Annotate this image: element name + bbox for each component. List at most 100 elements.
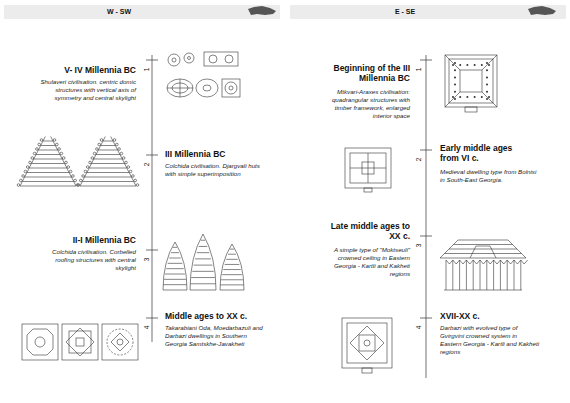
djargvali-hut [103, 137, 105, 142]
djargvali-hut [22, 177, 24, 182]
djargvali-hut [89, 168, 127, 169]
moktseuli-section [497, 260, 500, 264]
gvirgvini-plan [350, 326, 384, 360]
moktseuli-section [456, 260, 459, 264]
timeline [146, 60, 158, 61]
shulaveri-domes [168, 54, 180, 66]
djargvali-hut [25, 173, 27, 178]
djargvali-hut [94, 159, 122, 160]
period-heading: Middle ages to XX c. [165, 312, 275, 322]
timeline [146, 250, 158, 251]
djargvali-hut [122, 157, 125, 160]
djargvali-hut [127, 168, 129, 173]
period-heading: Beginning of the III Millennia BC [320, 64, 410, 84]
darbazi-plans [66, 328, 94, 356]
callout-number: 1 [415, 66, 422, 74]
gvirgvini-plan [362, 368, 372, 373]
djargvali-hut [103, 141, 113, 142]
corbelled-structure [194, 265, 213, 266]
timeline [420, 60, 432, 61]
mtkvari-araxes-plan [445, 55, 497, 107]
darbazi-plans [22, 324, 138, 360]
djargvali-hut [29, 164, 31, 169]
moktseuli-section [514, 260, 515, 290]
moktseuli-section [480, 260, 481, 290]
djargvali-hut [74, 182, 76, 187]
gvirgvini-plan [342, 318, 392, 373]
djargvali-hut [82, 177, 84, 182]
moktseuli-section [453, 260, 456, 264]
moktseuli-section [459, 260, 460, 290]
shulaveri-domes [229, 86, 233, 90]
djargvali-hut [55, 146, 57, 151]
header-band [290, 5, 566, 19]
djargvali-hut [60, 155, 62, 160]
timber-post [454, 76, 456, 78]
timber-post [481, 64, 483, 66]
moktseuli-section [480, 260, 483, 264]
moktseuli-section [446, 260, 449, 264]
timber-post [454, 69, 456, 71]
djargvali-hut [33, 152, 36, 155]
djargvali-hut [65, 161, 68, 164]
moktseuli-section [493, 260, 494, 290]
djargvali-hut [38, 150, 57, 151]
timber-post [454, 91, 456, 93]
shulaveri-domes [172, 58, 176, 62]
corbelled-structure [195, 258, 211, 259]
timber-post [488, 96, 490, 98]
timeline [426, 55, 427, 378]
period-description: Darbazi with evolved type of Gvirgvini c… [440, 324, 540, 356]
djargvali-hut [98, 146, 100, 151]
djargvali-hut [20, 182, 22, 187]
djargvali-hut [20, 179, 23, 182]
callout-number: 2 [415, 156, 422, 164]
moktseuli-section [504, 260, 507, 264]
timber-post [454, 62, 456, 64]
djargvali-hut [129, 170, 132, 173]
bolnisi-plan [362, 162, 374, 174]
moktseuli-section [445, 253, 522, 254]
moktseuli-section [487, 260, 490, 264]
djargvali-hut [92, 159, 94, 164]
moktseuli-section [500, 260, 503, 264]
timber-post [452, 64, 454, 66]
djargvali-hut [76, 184, 79, 187]
djargvali-hut [96, 150, 98, 155]
djargvali-hut [101, 145, 116, 146]
darbazi-plans [111, 333, 129, 351]
corbelled-structure [220, 284, 243, 285]
djargvali-hut [43, 141, 53, 142]
timber-post [452, 96, 454, 98]
period-description: Colchida civilisation. Corbelled roofing… [36, 248, 136, 272]
mtkvari-araxes-plan [482, 55, 497, 70]
corbelled-structure [166, 268, 183, 269]
corbelled-structure [220, 244, 244, 290]
moktseuli-section [452, 260, 453, 290]
djargvali-hut [22, 175, 25, 178]
timber-post [454, 98, 456, 100]
gvirgvini-plan [364, 340, 370, 346]
djargvali-hut [129, 173, 131, 178]
georgia-map-icon [248, 6, 276, 15]
timber-post [486, 76, 488, 78]
corbelled-structure [192, 271, 214, 272]
mtkvari-araxes-plan [445, 92, 460, 107]
corbelled-structure [230, 249, 234, 250]
timber-post [486, 69, 488, 71]
djargvali-hut [132, 175, 135, 178]
timber-post [474, 64, 476, 66]
shulaveri-domes [209, 55, 217, 63]
mtkvari-araxes-plan [465, 107, 477, 112]
djargvali-hut [29, 161, 32, 164]
djargvali-hut [74, 179, 77, 182]
corbelled-structure [223, 269, 240, 270]
djargvali-hut [26, 166, 29, 169]
djargvali-hut [67, 168, 69, 173]
region-header: W - SW [4, 5, 234, 19]
darbazi-plans [107, 329, 133, 355]
moktseuli-section [470, 246, 496, 258]
djargvali-hut [80, 182, 82, 187]
djargvali-hut [77, 184, 80, 187]
